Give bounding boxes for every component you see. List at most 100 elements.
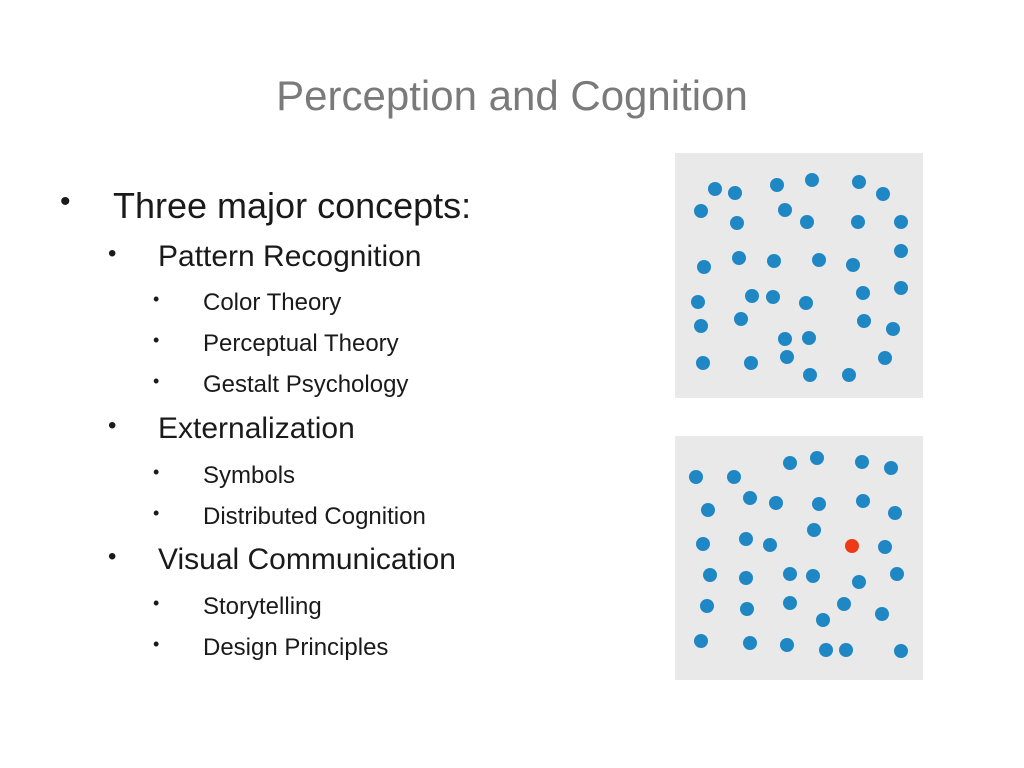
dot [744, 356, 758, 370]
dot [800, 215, 814, 229]
dot [783, 567, 797, 581]
bullet-text: Storytelling [203, 593, 322, 620]
bullet-text: Symbols [203, 462, 296, 489]
dot [851, 215, 865, 229]
dot [728, 186, 742, 200]
dot [894, 215, 908, 229]
dot [696, 537, 710, 551]
bullet-text: Color Theory [203, 289, 342, 316]
dot [799, 296, 813, 310]
dot [857, 314, 871, 328]
dot [745, 289, 759, 303]
dot [763, 538, 777, 552]
dot [802, 331, 816, 345]
dot [807, 523, 821, 537]
dot [888, 506, 902, 520]
dot [783, 596, 797, 610]
dot [739, 571, 753, 585]
dot [856, 494, 870, 508]
slide-title: Perception and Cognition [276, 72, 748, 119]
dot [770, 178, 784, 192]
dot [696, 356, 710, 370]
dot [846, 258, 860, 272]
dot [694, 204, 708, 218]
dot-field-top-svg [691, 173, 908, 382]
bullet-icon: • [153, 330, 160, 350]
dot [837, 597, 851, 611]
bullet-text: Three major concepts: [113, 185, 472, 226]
dot [812, 253, 826, 267]
dot-field-bottom-svg [689, 451, 908, 658]
bullet-icon: • [153, 371, 160, 391]
dot [856, 286, 870, 300]
dot [839, 643, 853, 657]
dot [894, 281, 908, 295]
dot [875, 607, 889, 621]
bullet-icon: • [153, 462, 160, 482]
dot [878, 351, 892, 365]
dot [732, 251, 746, 265]
dot [812, 497, 826, 511]
dot [727, 470, 741, 484]
dot [730, 216, 744, 230]
dot-field-panel-top [675, 153, 923, 398]
dot [805, 173, 819, 187]
dot [890, 567, 904, 581]
dot [703, 568, 717, 582]
dot [855, 455, 869, 469]
bullet-icon: • [153, 503, 160, 523]
bullet-icon: • [153, 593, 160, 613]
dot [694, 634, 708, 648]
dot [878, 540, 892, 554]
dot [780, 638, 794, 652]
bullet-text: Gestalt Psychology [203, 371, 409, 398]
bullet-text: Pattern Recognition [158, 240, 422, 273]
dot [783, 456, 797, 470]
dot [778, 203, 792, 217]
dot [852, 575, 866, 589]
dot [806, 569, 820, 583]
dot [876, 187, 890, 201]
dot-field-panel-bottom [675, 436, 923, 680]
bullet-icon: • [108, 412, 117, 439]
dot [894, 244, 908, 258]
dot [766, 290, 780, 304]
bullet-icon: • [108, 240, 117, 267]
dot [803, 368, 817, 382]
dot [819, 643, 833, 657]
dot [740, 602, 754, 616]
bullet-icon: • [60, 185, 71, 218]
bullet-icon: • [108, 543, 117, 570]
bullet-icon: • [153, 289, 160, 309]
dot [886, 322, 900, 336]
dot [780, 350, 794, 364]
dot [810, 451, 824, 465]
dot [894, 644, 908, 658]
bullet-text: Visual Communication [158, 543, 456, 576]
dot [739, 532, 753, 546]
dot [743, 491, 757, 505]
dot [852, 175, 866, 189]
dot [884, 461, 898, 475]
dot [708, 182, 722, 196]
dot [734, 312, 748, 326]
dot [767, 254, 781, 268]
dot [816, 613, 830, 627]
dot [842, 368, 856, 382]
bullet-text: Externalization [158, 412, 355, 445]
dot [689, 470, 703, 484]
dot [743, 636, 757, 650]
dot [778, 332, 792, 346]
bullet-icon: • [153, 634, 160, 654]
bullet-text: Distributed Cognition [203, 503, 426, 530]
dot [701, 503, 715, 517]
highlighted-dot [845, 539, 859, 553]
bullet-list: • Three major concepts: • Pattern Recogn… [60, 185, 472, 661]
bullet-text: Perceptual Theory [203, 330, 399, 357]
dot [694, 319, 708, 333]
bullet-text: Design Principles [203, 634, 389, 661]
dot [769, 496, 783, 510]
dot [700, 599, 714, 613]
dot [697, 260, 711, 274]
